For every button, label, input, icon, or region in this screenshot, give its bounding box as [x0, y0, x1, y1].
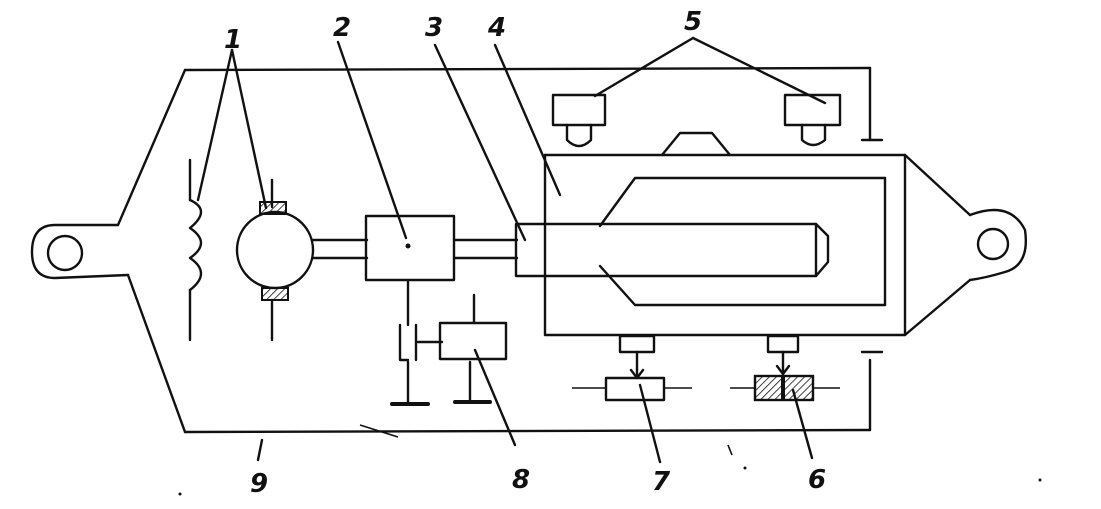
coil [188, 158, 203, 342]
lamp-left [551, 93, 607, 148]
label-8: 8 [512, 465, 530, 495]
label-1: 1 [224, 25, 242, 55]
label-2: 2 [333, 13, 351, 43]
screw-rod [514, 222, 830, 278]
label-5: 5 [684, 7, 702, 37]
label-9: 9 [250, 469, 268, 499]
sensor [730, 334, 840, 402]
switch-circuit [390, 280, 444, 406]
leader-lines [196, 36, 827, 464]
gearbox-mark [405, 243, 411, 249]
potentiometer [572, 334, 692, 402]
label-4: 4 [487, 13, 506, 43]
motor [235, 178, 315, 342]
stray-marks [178, 424, 1042, 496]
left-lug [30, 223, 130, 280]
right-lug [968, 208, 1027, 282]
gearbox-block [364, 214, 456, 282]
label-7: 7 [652, 467, 671, 497]
motor-shaft [311, 238, 369, 260]
drive-shaft [452, 238, 519, 260]
label-6: 6 [808, 465, 826, 495]
lamp-right [783, 93, 842, 147]
label-3: 3 [425, 13, 443, 43]
carriage [543, 131, 972, 337]
relay-block [438, 293, 508, 404]
